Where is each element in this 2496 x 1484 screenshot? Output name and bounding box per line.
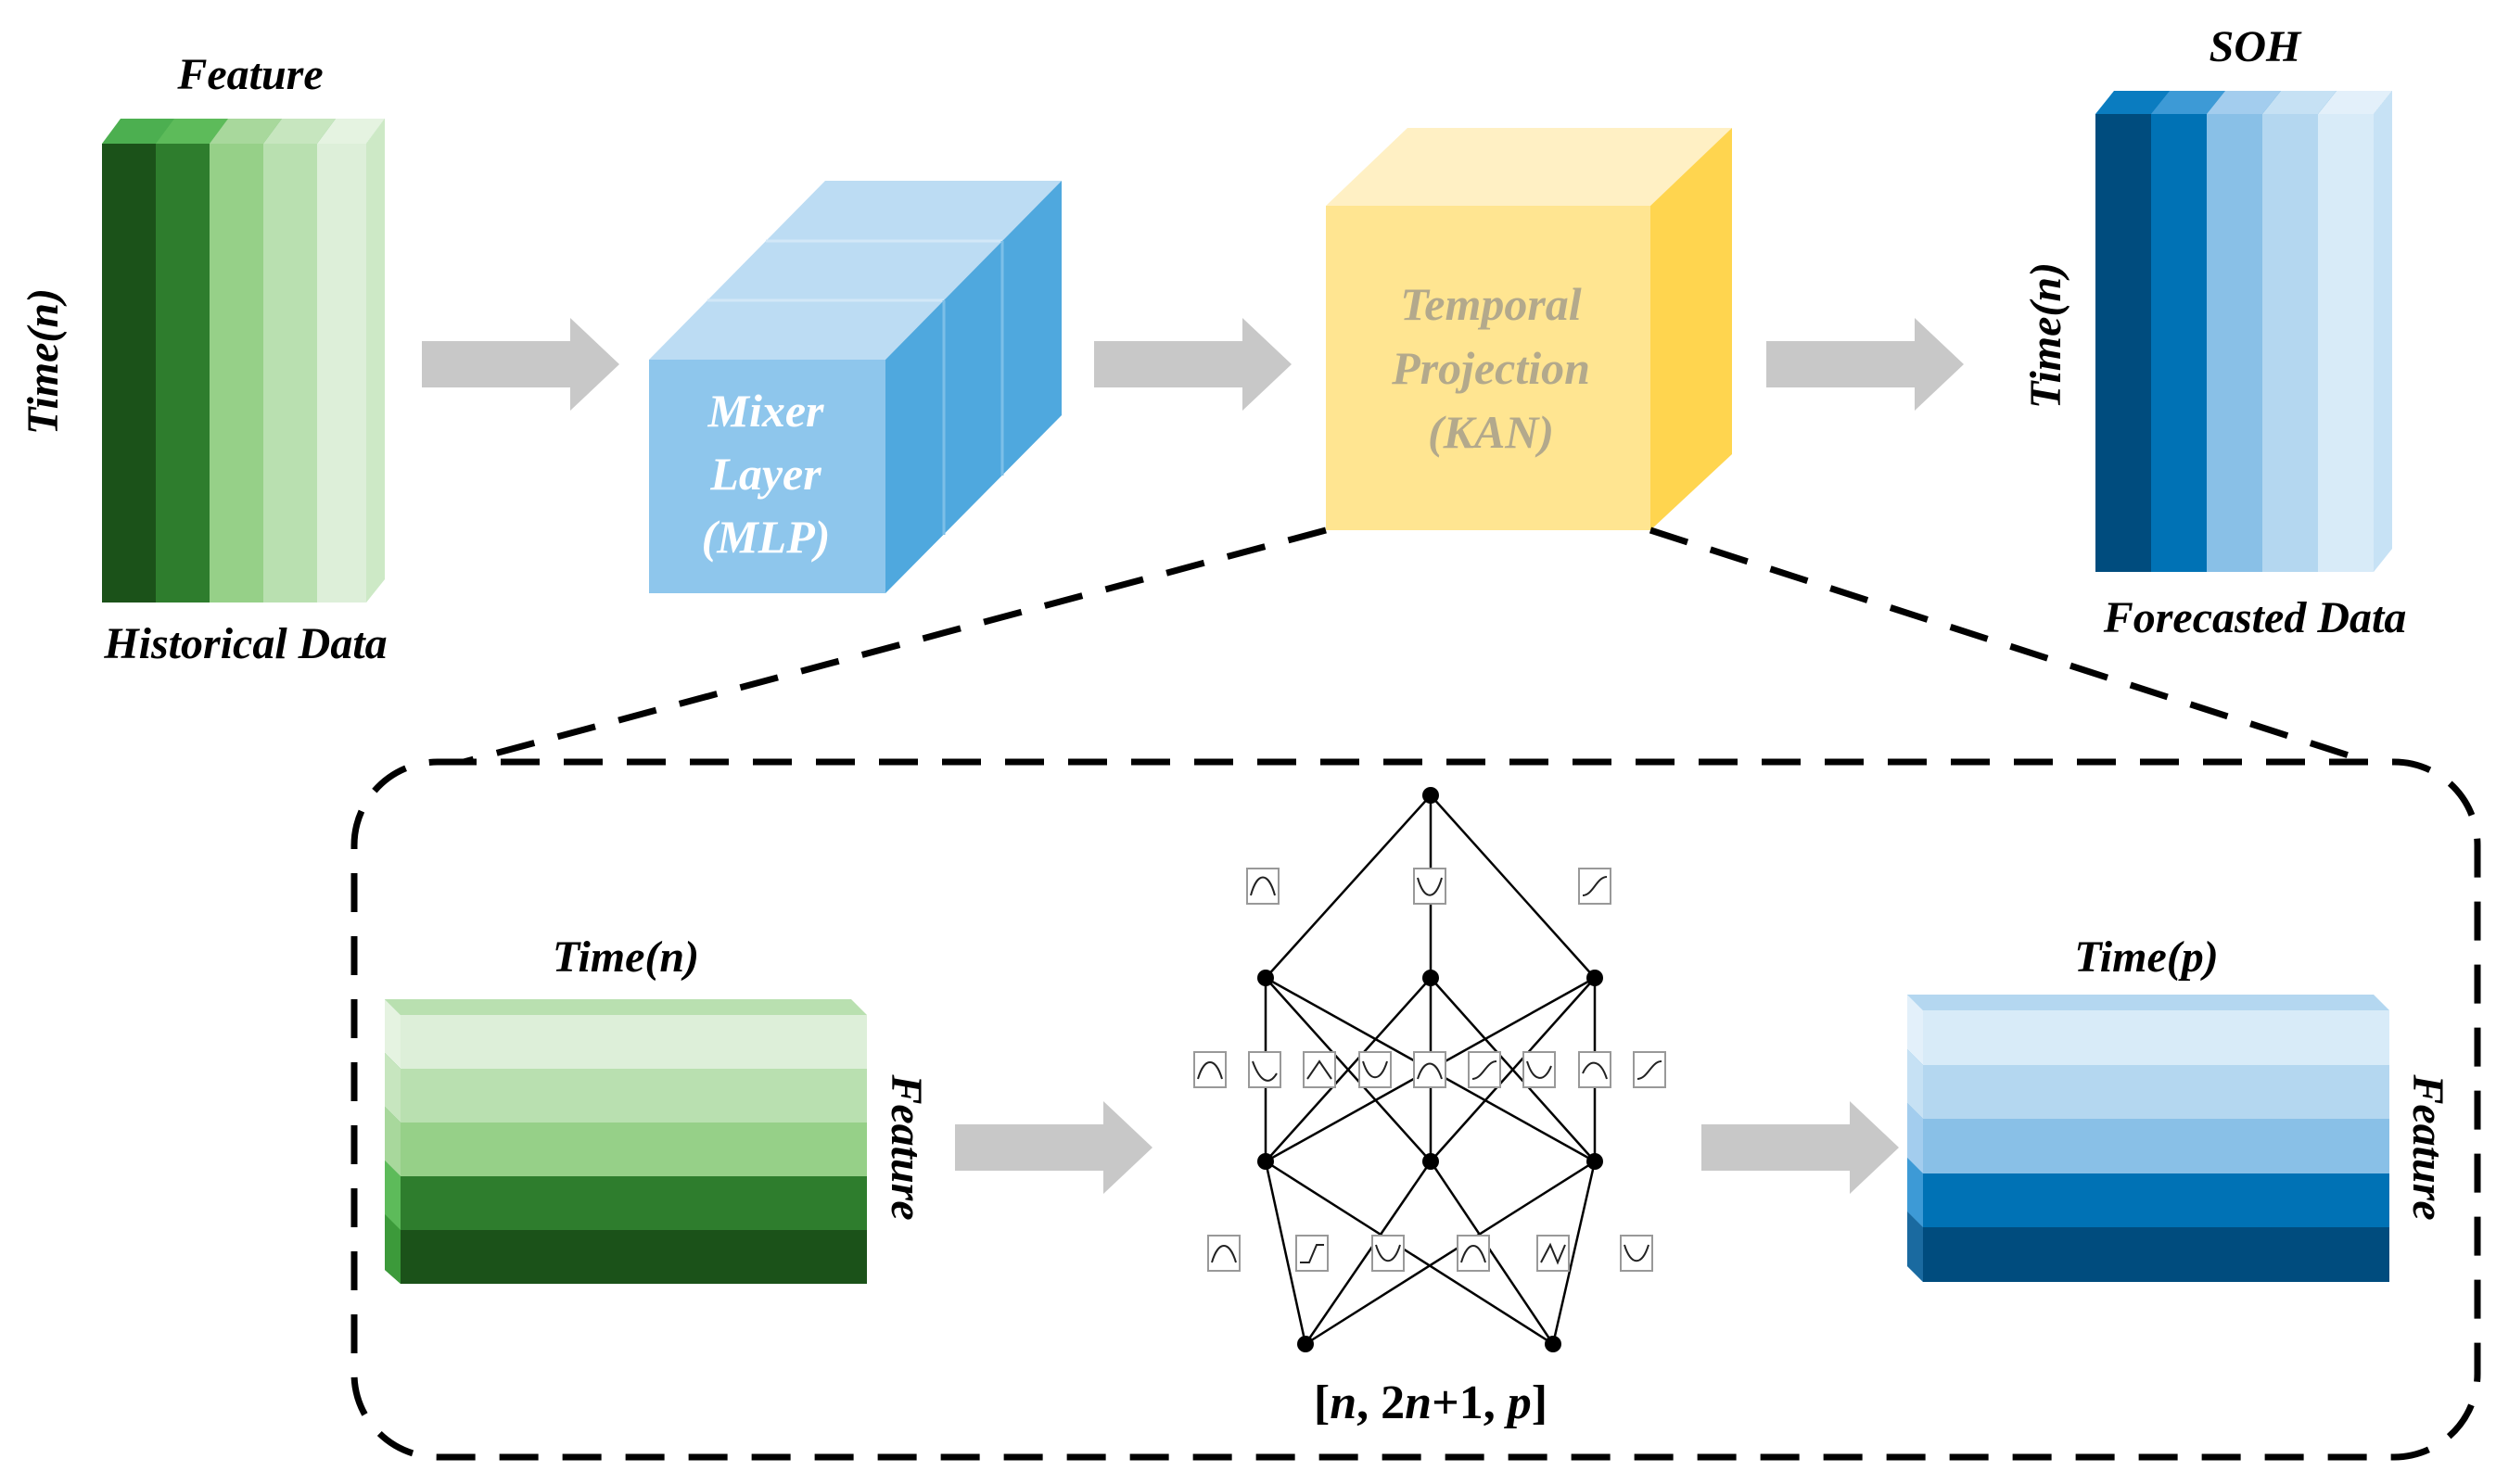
output-side-label: Feature [2403, 1073, 2452, 1220]
flow-arrow-4 [955, 1101, 1152, 1194]
input-data-block [385, 999, 867, 1284]
input-top-label: Time(n) [553, 932, 699, 982]
projection-line-2: Projection [1391, 342, 1590, 394]
mixer-line-3: (MLP) [702, 511, 831, 563]
projection-line-1: Temporal [1400, 278, 1581, 330]
flow-arrow-1 [422, 318, 619, 411]
zoom-line-left [463, 526, 1327, 766]
output-data-block [1907, 995, 2389, 1282]
kan-activations [1193, 868, 1666, 1272]
historical-side-label: Time(n) [19, 288, 68, 435]
kan-shape-label: [n, 2n+1, p] [1314, 1376, 1547, 1429]
input-side-label: Feature [882, 1073, 931, 1220]
forecast-bottom-label: Forecasted Data [2103, 593, 2407, 642]
historical-data-block [102, 119, 385, 602]
flow-arrow-2 [1094, 318, 1292, 411]
forecast-top-label: SOH [2209, 22, 2302, 71]
flow-arrow-5 [1701, 1101, 1899, 1194]
forecast-data-block [2095, 91, 2392, 572]
detail-frame [350, 758, 2481, 1461]
kan-network [1264, 794, 1597, 1346]
mixer-layer-cube [649, 181, 1062, 593]
mixer-line-2: Layer [709, 448, 821, 500]
mixer-line-1: Mixer [707, 385, 825, 437]
projection-line-3: (KAN) [1428, 406, 1554, 458]
forecast-side-label: Time(n) [2021, 262, 2070, 409]
historical-bottom-label: Historical Data [103, 619, 387, 668]
historical-top-label: Feature [176, 50, 323, 99]
kan-nodes [1257, 787, 1603, 1352]
flow-arrow-3 [1766, 318, 1964, 411]
output-top-label: Time(p) [2074, 932, 2218, 982]
temporal-projection-cube [1326, 128, 1732, 530]
